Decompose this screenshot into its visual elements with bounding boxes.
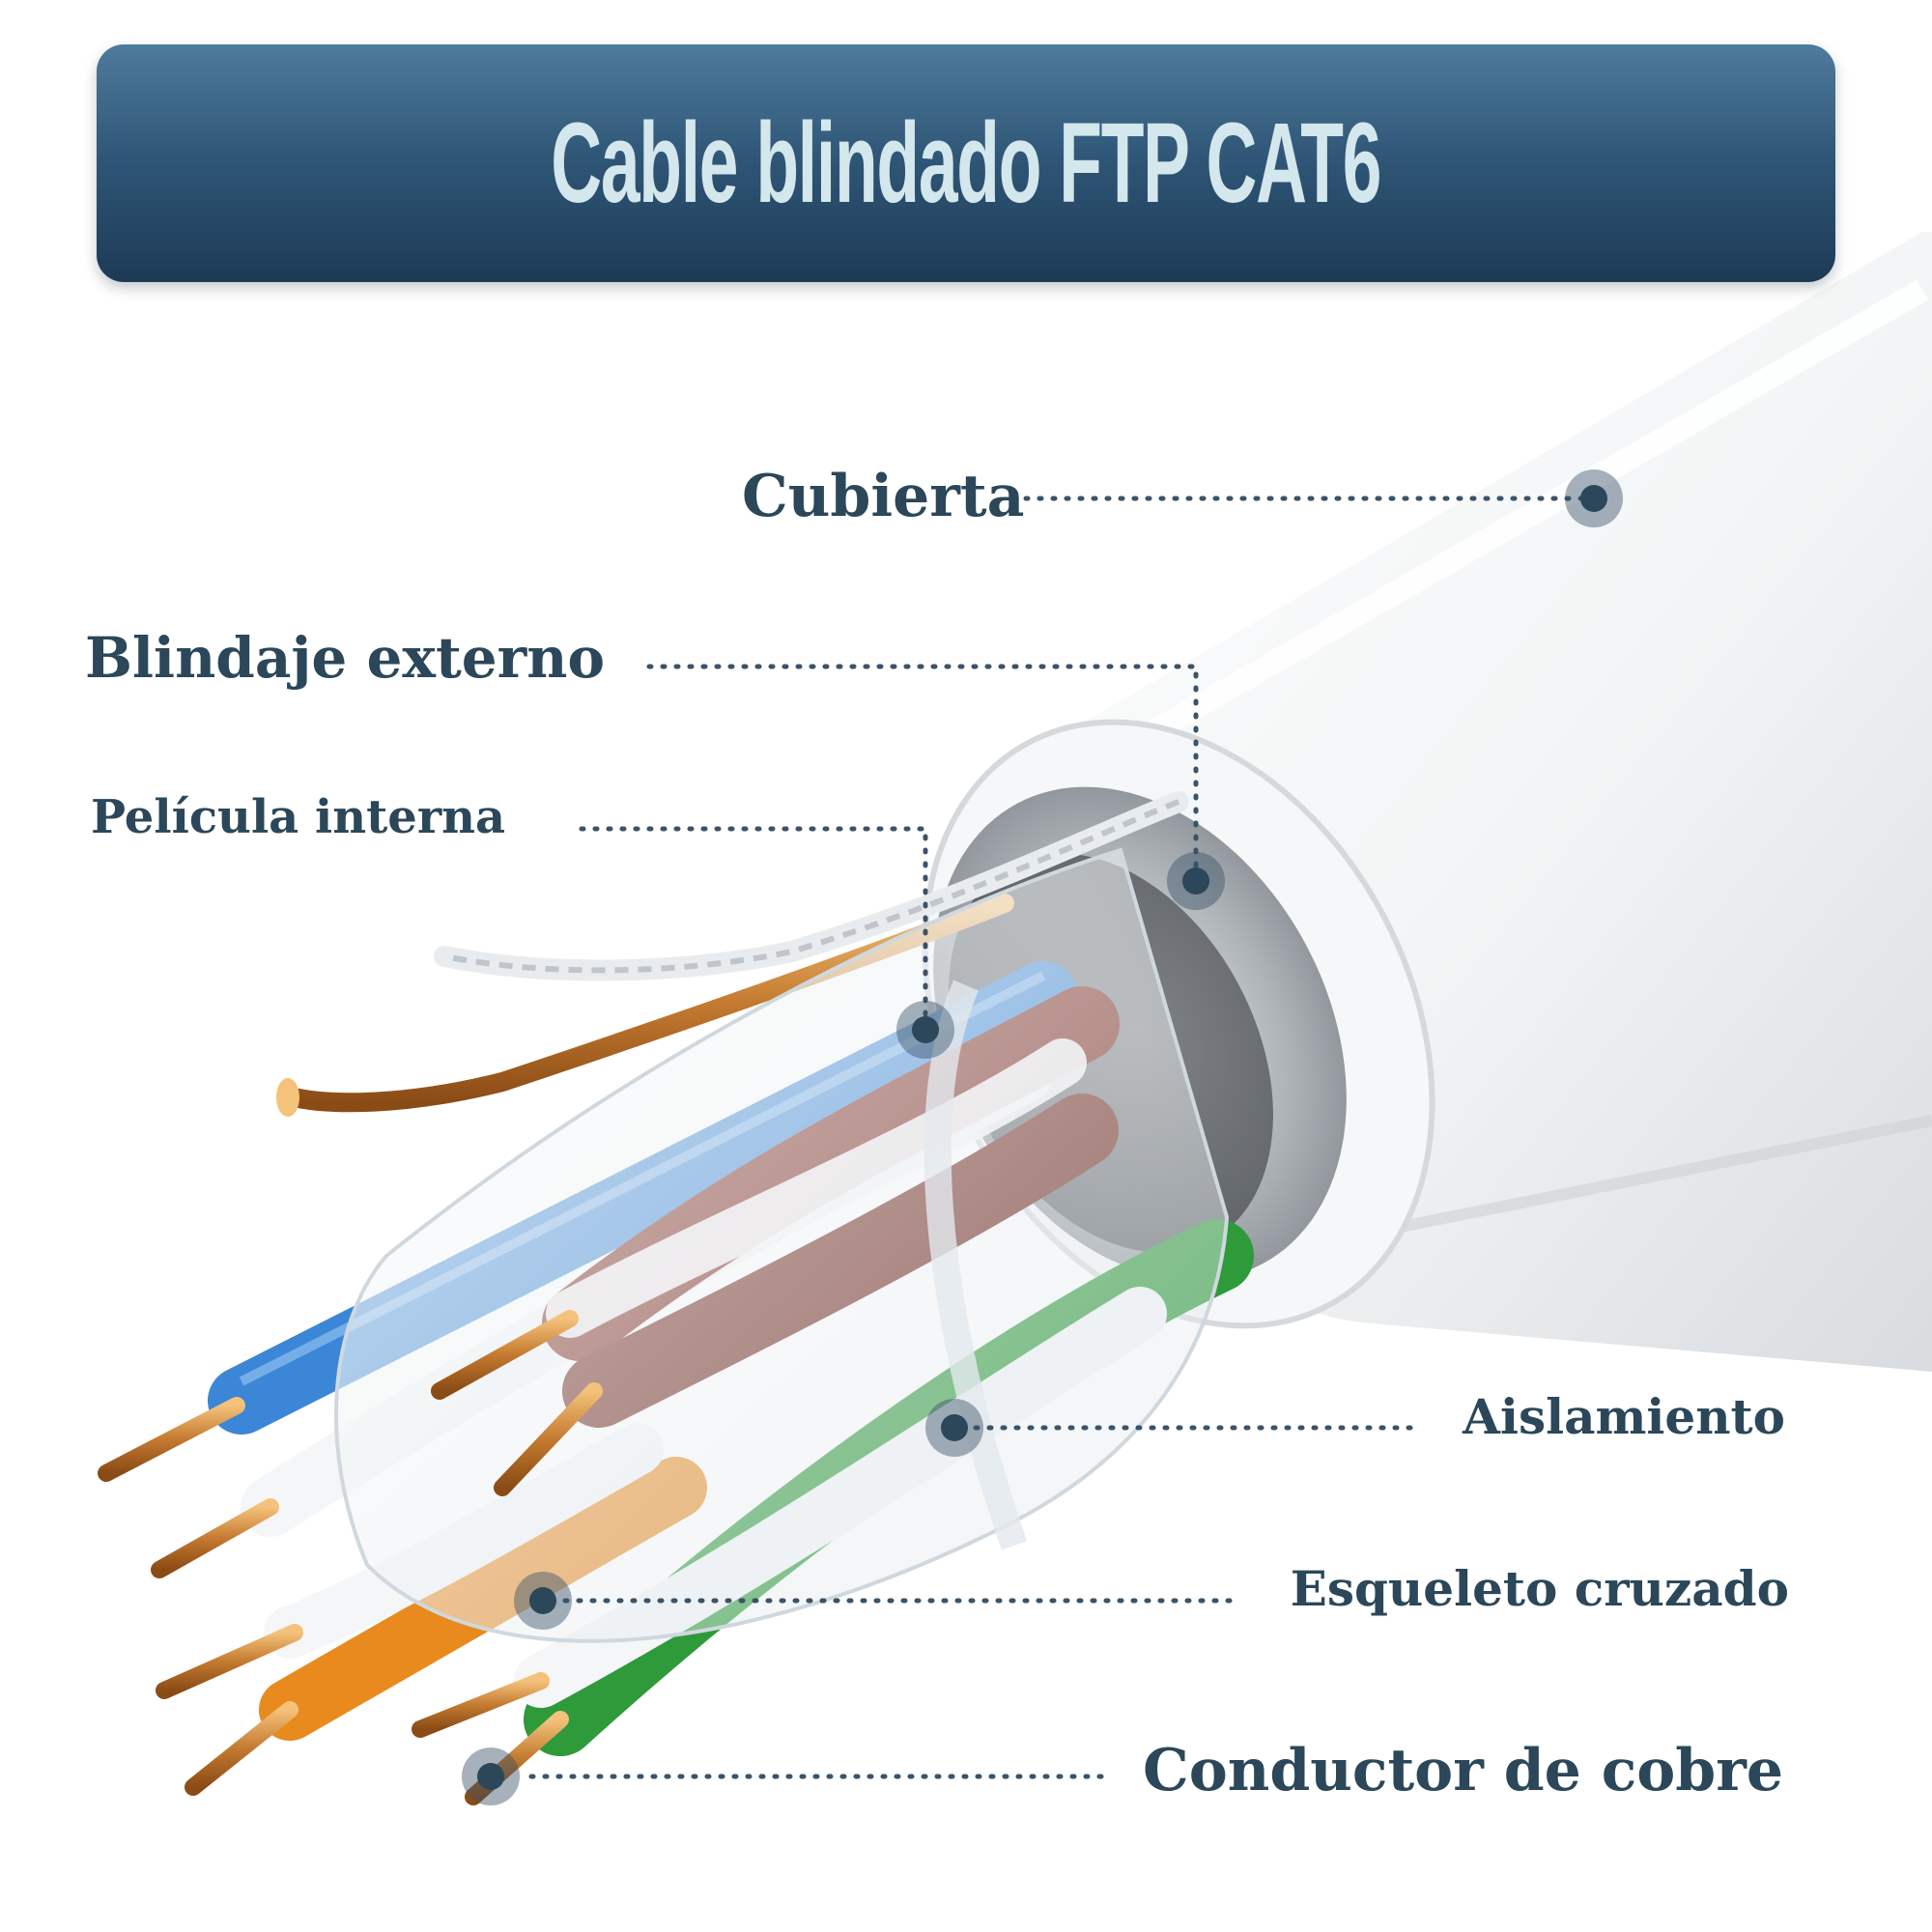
label-cubierta: Cubierta [742,463,1025,530]
leader-lines [528,496,1597,1779]
copper-conductors [98,1310,603,1805]
page-title: Cable blindado FTP CAT6 [551,99,1382,227]
label-blindaje-externo: Blindaje externo [85,625,606,691]
label-aislamiento: Aislamiento [1463,1388,1785,1445]
marker-esqueleto [514,1572,572,1630]
label-esqueleto-cruzado: Esqueleto cruzado [1290,1560,1789,1617]
marker-aislamiento [925,1399,983,1457]
title-banner: Cable blindado FTP CAT6 [97,44,1835,282]
marker-blindaje [1167,852,1225,910]
marker-pelicula [896,1001,954,1059]
leader-pelicula [579,826,928,1029]
label-pelicula-interna: Película interna [91,790,506,844]
label-conductor-cobre: Conductor de cobre [1142,1737,1783,1804]
marker-cubierta [1565,469,1623,527]
marker-conductor [462,1747,520,1805]
inner-film [334,847,1230,1643]
markers [462,469,1623,1805]
